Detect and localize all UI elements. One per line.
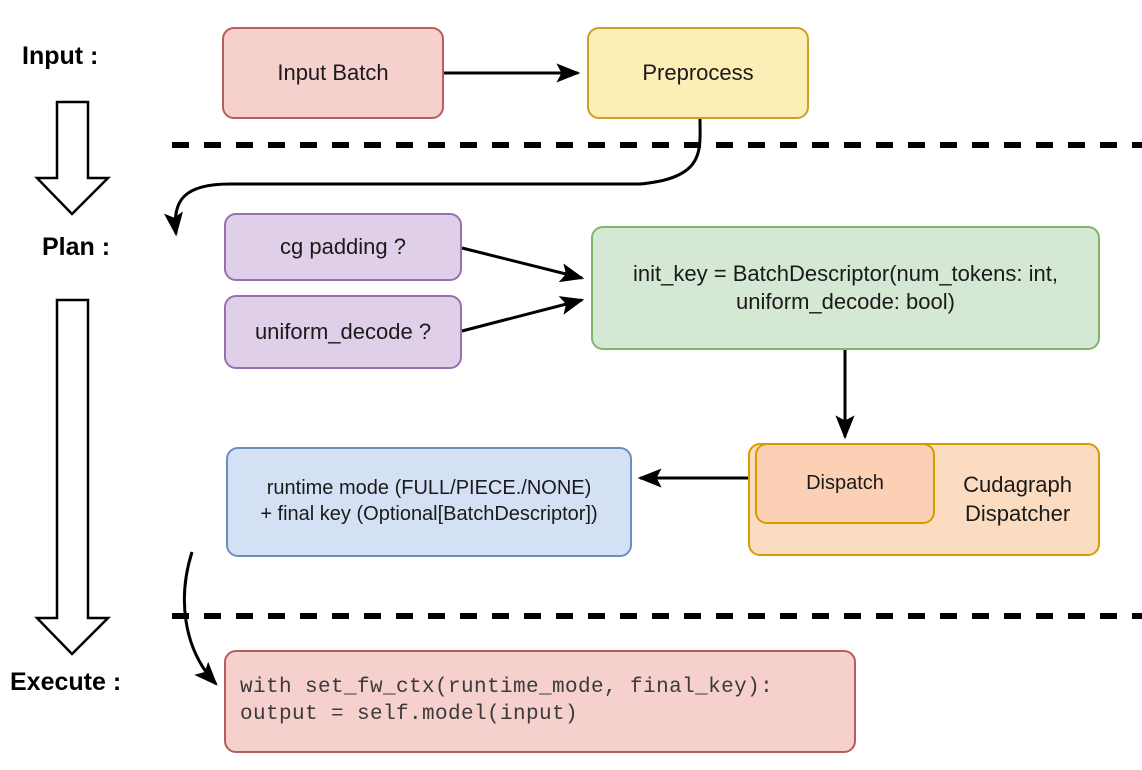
connector-uniform-decode-to-init-key	[461, 296, 585, 333]
stage-label-execute: Execute :	[10, 668, 122, 696]
node-cg-padding[interactable]: cg padding ?	[224, 213, 462, 281]
stage-label-plan: Plan :	[42, 233, 111, 261]
node-init-key[interactable]: init_key = BatchDescriptor(num_tokens: i…	[591, 226, 1100, 350]
node-preprocess[interactable]: Preprocess	[587, 27, 809, 119]
stage-label-input: Input :	[22, 42, 99, 70]
node-runtime-mode[interactable]: runtime mode (FULL/PIECE./NONE) + final …	[226, 447, 632, 557]
block-arrow-plan-to-execute	[34, 298, 112, 656]
node-input-batch[interactable]: Input Batch	[222, 27, 444, 119]
node-dispatch[interactable]: Dispatch	[755, 443, 935, 524]
connector-runtime-mode-to-execute-code	[183, 551, 218, 686]
node-execute-code[interactable]: with set_fw_ctx(runtime_mode, final_key)…	[224, 650, 856, 753]
block-arrow-input-to-plan	[34, 100, 112, 216]
node-uniform-decode[interactable]: uniform_decode ?	[224, 295, 462, 369]
connector-cg-padding-to-init-key	[461, 246, 585, 283]
